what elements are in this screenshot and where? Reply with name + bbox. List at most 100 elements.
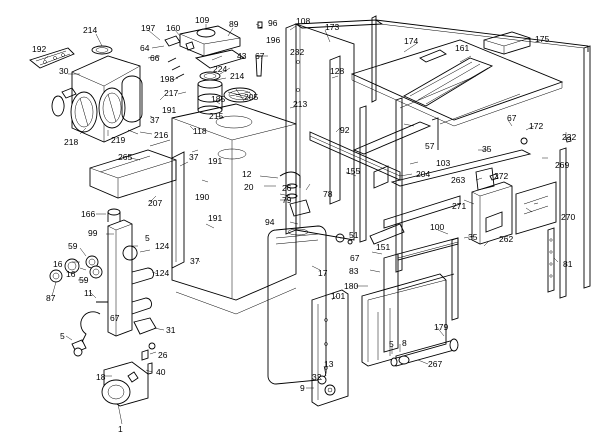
- part-label: 180: [344, 281, 358, 291]
- part-label: 31: [166, 325, 176, 335]
- part-side-panel-190: [171, 151, 185, 269]
- part-label: 66: [150, 53, 160, 63]
- part-label: 118: [193, 126, 207, 136]
- part-label: 270: [561, 212, 575, 222]
- part-bracket-192: [29, 47, 75, 69]
- part-label: 30: [59, 66, 69, 76]
- part-panel-270: [515, 181, 557, 235]
- part-label: 151: [376, 242, 390, 252]
- part-label: 59: [68, 241, 78, 251]
- part-label: 224: [213, 64, 227, 74]
- part-label: 172: [529, 121, 543, 131]
- part-label: 83: [349, 266, 359, 276]
- part-label: 175: [535, 34, 549, 44]
- part-label: 263: [451, 175, 465, 185]
- part-frame-top: [294, 15, 591, 299]
- part-label: 267: [428, 359, 442, 369]
- part-label: 67: [110, 313, 120, 323]
- part-label: 37: [150, 115, 160, 125]
- part-label: 214: [83, 25, 97, 35]
- part-label: 160: [166, 23, 180, 33]
- part-label: 190: [195, 192, 209, 202]
- part-label: 191: [162, 105, 176, 115]
- part-label: 204: [416, 169, 430, 179]
- part-label: 67: [507, 113, 517, 123]
- part-label: 57: [425, 141, 435, 151]
- part-label: 265: [118, 152, 132, 162]
- part-label: 13: [324, 359, 334, 369]
- part-label: 17: [318, 268, 328, 278]
- part-label: 5: [145, 233, 150, 243]
- part-label: 272: [494, 171, 508, 181]
- part-label: 196: [266, 35, 280, 45]
- part-label: 96: [268, 18, 278, 28]
- part-label: 1: [118, 424, 123, 434]
- part-label: 216: [154, 130, 168, 140]
- part-label: 155: [346, 166, 360, 176]
- part-pipe-179: [390, 338, 459, 367]
- part-label: 124: [155, 241, 169, 251]
- part-sensor-group: [279, 171, 311, 217]
- part-label: 67: [350, 253, 360, 263]
- part-label: 103: [436, 158, 450, 168]
- leader-lines: [43, 23, 567, 425]
- part-frame-lower: [361, 237, 459, 367]
- part-label: 173: [325, 22, 339, 32]
- part-label: 37: [189, 152, 199, 162]
- part-label: 161: [455, 43, 469, 53]
- part-screws: [73, 26, 572, 385]
- part-label: 37: [190, 256, 200, 266]
- part-label: 232: [290, 47, 304, 57]
- part-label: 262: [499, 234, 513, 244]
- part-label: 64: [140, 43, 150, 53]
- part-label: 205: [244, 92, 258, 102]
- part-label: 197: [141, 23, 155, 33]
- part-label: 214: [230, 71, 244, 81]
- part-label: 128: [330, 66, 344, 76]
- part-label: 219: [111, 135, 125, 145]
- part-label: 94: [265, 217, 275, 227]
- part-label: 16: [66, 269, 76, 279]
- part-label: 35: [482, 144, 492, 154]
- part-fan-housing: [51, 45, 143, 143]
- part-label: 101: [331, 291, 345, 301]
- part-label: 32: [312, 372, 322, 382]
- part-label: 43: [237, 51, 247, 61]
- part-label: 78: [323, 189, 333, 199]
- part-label: 108: [296, 16, 310, 26]
- part-label: 166: [81, 209, 95, 219]
- part-label: 174: [404, 36, 418, 46]
- part-label: 81: [563, 259, 573, 269]
- line-art: [29, 15, 591, 407]
- part-lid-175: [483, 31, 531, 55]
- part-label: 87: [46, 293, 56, 303]
- part-labels: 214 197 160 109 89 96 108 173 196 232 17…: [32, 15, 576, 434]
- part-label: 16: [53, 259, 63, 269]
- part-tank-17: [267, 225, 327, 385]
- part-label: 124: [155, 268, 169, 278]
- part-label: 269: [555, 160, 569, 170]
- part-label: 192: [32, 44, 46, 54]
- part-label: 26: [282, 183, 292, 193]
- part-label: 59: [79, 275, 89, 285]
- part-gas-valve-assembly: [164, 25, 246, 115]
- part-label: 12: [242, 169, 252, 179]
- part-label: 51: [349, 230, 359, 240]
- part-label: 191: [208, 156, 222, 166]
- part-frame-rails: [309, 97, 532, 273]
- part-bracket-101: [311, 233, 349, 407]
- part-label: 5: [60, 331, 65, 341]
- part-label: 218: [64, 137, 78, 147]
- part-label: 20: [244, 182, 254, 192]
- part-tray-265: [89, 129, 177, 199]
- part-label: 11: [84, 288, 93, 298]
- part-label: 79: [282, 195, 292, 205]
- part-label: 109: [195, 15, 209, 25]
- part-label: 89: [229, 19, 239, 29]
- part-top-cover-174: [350, 39, 564, 127]
- part-label: 100: [430, 222, 444, 232]
- part-label: 271: [452, 201, 466, 211]
- part-label: 232: [562, 132, 576, 142]
- part-label: 5: [389, 339, 394, 349]
